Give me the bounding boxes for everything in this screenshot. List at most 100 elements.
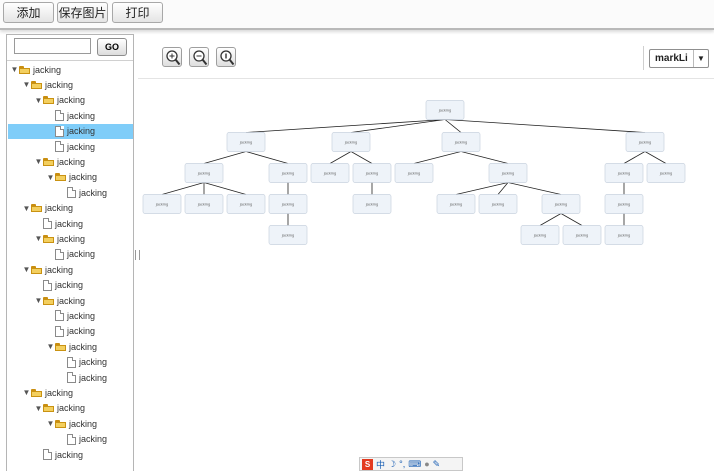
tree-folder-node[interactable]: ▼jacking (22, 201, 73, 216)
expand-toggle-icon[interactable]: ▼ (46, 172, 55, 182)
expand-toggle-icon[interactable]: ▼ (34, 234, 43, 244)
save-image-button[interactable]: 保存图片 (57, 2, 108, 23)
tree-node-label: jacking (45, 264, 74, 275)
tree-leaf-node[interactable]: jacking (58, 370, 107, 385)
org-node[interactable]: jacking (441, 132, 481, 152)
folder-icon (31, 388, 43, 397)
tree-folder-node[interactable]: ▼jacking (10, 62, 61, 77)
folder-icon (31, 204, 43, 213)
tree-leaf-node[interactable]: jacking (46, 247, 95, 262)
tree-folder-node[interactable]: ▼jacking (34, 401, 85, 416)
org-node[interactable]: jacking (268, 194, 308, 214)
user-icon[interactable]: ● (424, 459, 430, 469)
org-node[interactable]: jacking (226, 194, 266, 214)
tree-leaf-node[interactable]: jacking (8, 123, 133, 139)
org-node[interactable]: jacking (184, 163, 224, 183)
org-node[interactable]: jacking (394, 163, 434, 183)
tree-folder-node[interactable]: ▼jacking (22, 77, 73, 92)
org-node[interactable]: jacking (425, 100, 465, 120)
folder-icon (31, 80, 43, 89)
expand-toggle-icon[interactable]: ▼ (10, 65, 19, 74)
tree-folder-node[interactable]: ▼ jacking (22, 262, 73, 277)
tree-leaf-node[interactable]: jacking (34, 278, 83, 293)
org-node-label: jacking (323, 171, 336, 176)
zoom-out-button[interactable] (189, 47, 209, 67)
org-node[interactable]: jacking (478, 194, 518, 214)
expand-toggle-icon[interactable]: ▼ (46, 419, 55, 429)
org-node-label: jacking (449, 202, 462, 207)
org-node-box (394, 163, 434, 183)
org-node[interactable]: jacking (268, 225, 308, 245)
org-node[interactable]: jacking (520, 225, 560, 245)
tree-leaf-node[interactable]: jacking (34, 447, 83, 462)
org-node[interactable]: jacking (646, 163, 686, 183)
tree-folder-node[interactable]: ▼jacking (46, 416, 97, 431)
org-node[interactable]: jacking (310, 163, 350, 183)
go-button[interactable]: GO (97, 38, 127, 56)
org-node[interactable]: jacking (331, 132, 371, 152)
org-connector-line (245, 119, 446, 133)
tree-leaf-node[interactable]: jacking (46, 108, 95, 123)
panel-splitter-handle[interactable] (135, 250, 140, 260)
expand-toggle-icon[interactable]: ▼ (34, 296, 43, 305)
keyboard-icon[interactable]: ⌨ (408, 458, 422, 469)
tree-leaf-node[interactable]: jacking (58, 185, 107, 200)
ime-mode-label[interactable]: 中 (376, 459, 386, 470)
canvas-top-divider (138, 78, 714, 79)
org-node[interactable]: jacking (352, 163, 392, 183)
org-node[interactable]: jacking (625, 132, 665, 152)
org-connector-line (507, 182, 562, 195)
tree-folder-node[interactable]: ▼jacking (34, 154, 85, 169)
org-node[interactable]: jacking (604, 163, 644, 183)
add-button[interactable]: 添加 (3, 2, 54, 23)
org-node[interactable]: jacking (541, 194, 581, 214)
tree-folder-node[interactable]: ▼jacking (46, 170, 97, 185)
search-input[interactable] (14, 38, 91, 54)
org-node-label: jacking (554, 202, 567, 207)
tree-node-label: jacking (57, 95, 86, 106)
org-node[interactable]: jacking (604, 225, 644, 245)
expand-toggle-icon[interactable]: ▼ (46, 342, 55, 352)
org-node[interactable]: jacking (352, 194, 392, 214)
org-node[interactable]: jacking (226, 132, 266, 152)
tree-leaf-node[interactable]: jacking (58, 355, 107, 370)
expand-toggle-icon[interactable]: ▼ (34, 403, 43, 413)
org-node[interactable]: jacking (436, 194, 476, 214)
tree-folder-node[interactable]: ▼jacking (46, 339, 97, 354)
tree-node-label: jacking (67, 126, 96, 137)
org-node[interactable]: jacking (604, 194, 644, 214)
tree-folder-node[interactable]: ▼jacking (34, 231, 85, 246)
org-node[interactable]: jacking (562, 225, 602, 245)
expand-toggle-icon[interactable]: ▼ (22, 203, 31, 213)
expand-toggle-icon[interactable]: ▼ (22, 265, 31, 275)
tree-leaf-node[interactable]: jacking (46, 139, 95, 154)
toolbar-divider (643, 46, 644, 70)
org-node[interactable]: jacking (488, 163, 528, 183)
expand-toggle-icon[interactable]: ▼ (22, 388, 31, 398)
tree-leaf-node[interactable]: jacking (58, 432, 107, 447)
punctuation-icon[interactable]: °, (399, 459, 406, 469)
tree-leaf-node[interactable]: jacking (46, 308, 95, 323)
expand-toggle-icon[interactable]: ▼ (34, 157, 43, 167)
org-node-label: jacking (617, 233, 630, 238)
org-node[interactable]: jacking (268, 163, 308, 183)
moon-icon[interactable]: ☽ (388, 458, 397, 469)
org-connector-line (497, 182, 509, 195)
tree-leaf-node[interactable]: jacking (46, 324, 95, 339)
tree-leaf-node[interactable]: jacking (34, 216, 83, 231)
tree-folder-node[interactable]: ▼jacking (34, 293, 85, 308)
tree-folder-node[interactable]: ▼ jacking (34, 93, 85, 108)
org-node-label: jacking (491, 202, 504, 207)
expand-toggle-icon[interactable]: ▼ (22, 80, 31, 90)
tree-folder-node[interactable]: ▼jacking (22, 385, 73, 400)
org-node[interactable]: jacking (184, 194, 224, 214)
wrench-icon[interactable]: ✎ (432, 458, 441, 469)
expand-toggle-icon[interactable]: ▼ (34, 95, 43, 105)
user-select[interactable]: markLi ▼ (649, 49, 709, 68)
print-button[interactable]: 打印 (112, 2, 163, 23)
org-node[interactable]: jacking (142, 194, 182, 214)
org-connector-line (623, 151, 646, 164)
zoom-in-button[interactable] (162, 47, 182, 67)
zoom-reset-button[interactable] (216, 47, 236, 67)
